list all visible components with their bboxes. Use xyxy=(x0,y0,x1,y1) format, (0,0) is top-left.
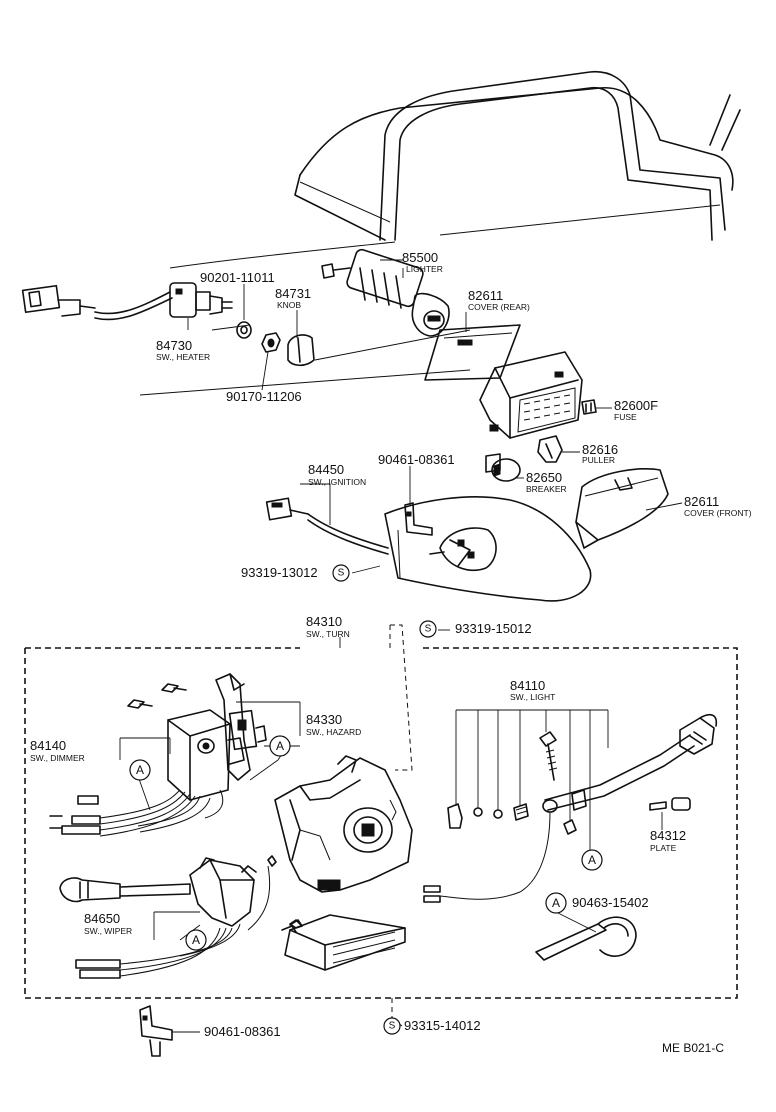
marker-s-ignition: S xyxy=(332,564,350,582)
connector-block-icon xyxy=(284,914,406,971)
marker-a-label: A xyxy=(276,739,284,753)
marker-a-hazard: A xyxy=(269,735,291,757)
dimmer-wires-icon xyxy=(49,789,224,837)
marker-a-wiper: A xyxy=(185,929,207,951)
part-name-hazard-switch: SW., HAZARD xyxy=(306,727,361,737)
marker-a-legend: A xyxy=(545,892,567,914)
marker-s-connector: S xyxy=(383,1017,401,1035)
wiper-switch-icon xyxy=(59,855,277,979)
leader-lines xyxy=(119,259,683,1033)
part-number-84310: 84310 xyxy=(306,614,342,629)
breaker-icon xyxy=(485,453,521,482)
hazard-switch-icon xyxy=(215,673,267,781)
part-name-puller: PULLER xyxy=(582,455,615,465)
part-number-84450: 84450 xyxy=(308,462,344,477)
part-number-82616: 82616 xyxy=(582,442,618,457)
rear-cover-icon xyxy=(424,324,521,381)
part-number-84140: 84140 xyxy=(30,738,66,753)
plate-icon xyxy=(649,797,691,811)
cable-tie-icon xyxy=(535,916,637,961)
nut-icon xyxy=(261,332,281,353)
part-name-breaker: BREAKER xyxy=(526,484,567,494)
bracket-lower-icon xyxy=(139,1005,173,1057)
light-switch-lever-icon xyxy=(423,713,718,903)
part-name-fuse: FUSE xyxy=(614,412,637,422)
marker-a-label: A xyxy=(552,896,560,910)
front-cover-icon xyxy=(575,467,669,549)
part-number-82600f: 82600F xyxy=(614,398,658,413)
marker-s-turn: S xyxy=(419,620,437,638)
screws-icon xyxy=(281,919,303,933)
part-number-84312: 84312 xyxy=(650,828,686,843)
steering-column-outline xyxy=(384,496,592,602)
part-number-90461-upper: 90461-08361 xyxy=(378,452,455,467)
part-name-wiper-switch: SW., WIPER xyxy=(84,926,132,936)
puller-icon xyxy=(537,435,563,463)
heater-switch-icon xyxy=(21,282,233,321)
bracket-icon xyxy=(404,502,433,536)
part-name-ignition-switch: SW., IGNITION xyxy=(308,477,366,487)
part-number-90170: 90170-11206 xyxy=(226,389,302,404)
part-number-90463: 90463-15402 xyxy=(572,895,649,910)
part-number-84650: 84650 xyxy=(84,911,120,926)
marker-a-label: A xyxy=(192,933,200,947)
part-number-82611-front: 82611 xyxy=(684,494,719,509)
part-number-82650: 82650 xyxy=(526,470,562,485)
marker-a-light: A xyxy=(581,849,603,871)
marker-s-label: S xyxy=(389,1021,396,1032)
knob-icon xyxy=(287,334,315,367)
marker-a-label: A xyxy=(136,763,144,777)
marker-s-label: S xyxy=(425,624,432,635)
turn-switch-housing-icon xyxy=(274,755,413,893)
part-name-cover-rear: COVER (REAR) xyxy=(468,302,530,312)
marker-a-dimmer: A xyxy=(129,759,151,781)
callout-labels: 85500 LIGHTER 90201-11011 84731 KNOB 847… xyxy=(30,250,752,1055)
part-number-90201: 90201-11011 xyxy=(200,270,275,285)
part-number-84110: 84110 xyxy=(510,678,545,693)
part-name-plate: PLATE xyxy=(650,843,677,853)
part-name-light-switch: SW., LIGHT xyxy=(510,692,555,702)
marker-s-label: S xyxy=(338,568,345,579)
part-name-lighter: LIGHTER xyxy=(406,264,443,274)
part-number-93319-15012: 93319-15012 xyxy=(455,621,532,636)
reference-code: ME B021-C xyxy=(662,1041,724,1055)
dashboard-outline xyxy=(169,70,741,269)
part-number-82611-rear: 82611 xyxy=(468,288,503,303)
part-name-turn-switch: SW., TURN xyxy=(306,629,350,639)
part-name-dimmer-switch: SW., DIMMER xyxy=(30,753,85,763)
part-number-90461-lower: 90461-08361 xyxy=(204,1024,281,1039)
fuse-block-icon xyxy=(479,351,583,439)
screw-icon xyxy=(539,731,558,781)
marker-a-label: A xyxy=(588,853,596,867)
ignition-switch-icon xyxy=(265,497,497,572)
part-number-84730: 84730 xyxy=(156,338,192,353)
fuse-icon xyxy=(581,399,597,415)
part-name-cover-front: COVER (FRONT) xyxy=(684,508,752,518)
dimmer-switch-icon xyxy=(127,683,245,801)
part-name-knob: KNOB xyxy=(277,300,301,310)
cigarette-lighter-icon xyxy=(321,248,450,337)
washer-icon xyxy=(236,321,252,339)
part-number-93315: 93315-14012 xyxy=(404,1018,481,1033)
part-number-85500: 85500 xyxy=(402,250,438,265)
part-number-84731: 84731 xyxy=(275,286,311,301)
part-name-heater-switch: SW., HEATER xyxy=(156,352,210,362)
part-number-93319-13012: 93319-13012 xyxy=(241,565,318,580)
part-number-84330: 84330 xyxy=(306,712,342,727)
